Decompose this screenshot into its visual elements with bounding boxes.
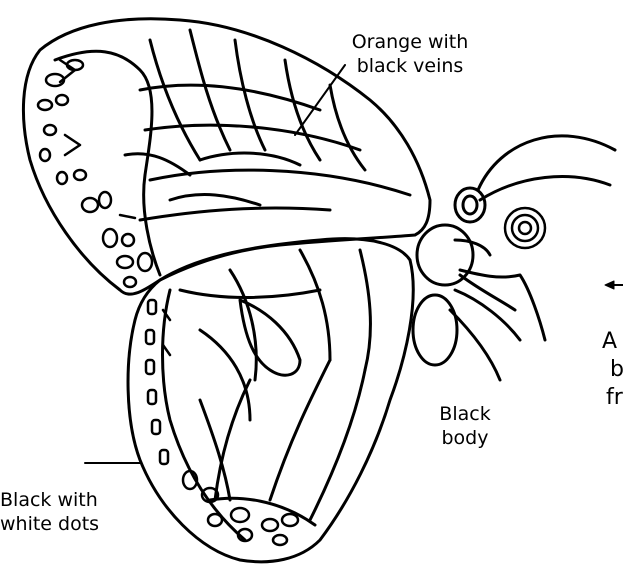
cut-off-label: A b fr (602, 328, 623, 412)
forewing-white-dots (38, 60, 152, 287)
legs (450, 270, 545, 380)
cut-off-label-line2: b (602, 356, 623, 384)
edge-label: Black with white dots (0, 488, 99, 536)
veins-label-line2: black veins (330, 54, 490, 78)
right-callout-arrowhead (605, 281, 614, 289)
cut-off-label-line3: fr (602, 384, 623, 412)
body-label: Black body (420, 402, 510, 450)
body-label-line1: Black (420, 402, 510, 426)
hindwing-veins (180, 250, 370, 520)
hindwing-border-band (163, 290, 246, 540)
body-label-line2: body (420, 426, 510, 450)
hindwing-outline (128, 239, 413, 562)
antennae (478, 136, 615, 200)
veins-label-line1: Orange with (330, 30, 490, 54)
cut-off-label-line1: A (602, 328, 623, 356)
butterfly-body (413, 188, 490, 365)
proboscis-coil (505, 208, 545, 248)
veins-label: Orange with black veins (330, 30, 490, 78)
edge-label-line2: white dots (0, 512, 99, 536)
edge-label-line1: Black with (0, 488, 99, 512)
